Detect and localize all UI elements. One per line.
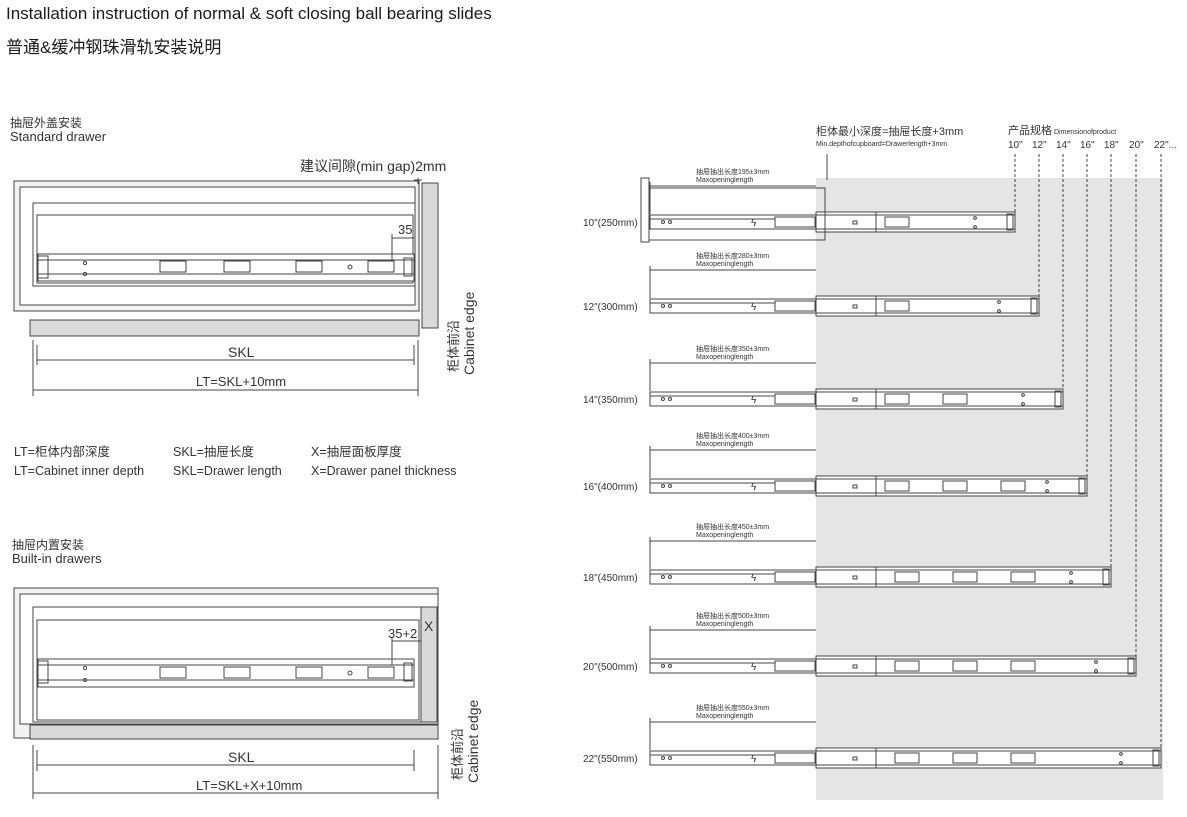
opening-length-zh: 抽屉抽出长度195±3mm [696, 167, 769, 176]
builtin-drawer-diagram: 35+2 X SKL LT=SKL+X+10mm 柜体前沿 Cabinet ed… [13, 587, 481, 799]
legend-skl-en: SKL=Drawer length [173, 464, 282, 478]
x-label: X [424, 618, 434, 634]
opening-length-zh: 抽屉抽出长度280±3mm [696, 251, 769, 260]
size-label: 14" [1056, 140, 1071, 151]
skl-label: SKL [228, 344, 255, 360]
dimension-title-en: Dimensionofproduct [1054, 129, 1116, 136]
lt-label: LT=SKL+X+10mm [196, 778, 302, 793]
svg-text:ϟ: ϟ [751, 218, 757, 229]
opening-length-zh: 抽屉抽出长度500±3mm [696, 611, 769, 620]
builtin-title-en: Built-in drawers [12, 551, 102, 566]
svg-text:ϟ: ϟ [751, 573, 757, 584]
opening-length-zh: 抽屉抽出长度550±3mm [696, 703, 769, 712]
opening-length-en: Maxopeninglength [696, 441, 753, 448]
opening-length-zh: 抽屉抽出长度400±3mm [696, 431, 769, 440]
gap-label: 建议间隙(min gap)2mm [300, 158, 446, 174]
page-title-en: Installation instruction of normal & sof… [6, 4, 492, 23]
legend-x-zh: X=抽屉面板厚度 [311, 445, 402, 459]
size-label: 22"... [1154, 140, 1177, 151]
slide-size-label: 18"(450mm) [583, 573, 638, 584]
size-label: 10" [1008, 140, 1023, 151]
standard-title-zh: 抽屉外盖安装 [10, 116, 83, 130]
opening-length-en: Maxopeninglength [696, 261, 753, 268]
slide-size-diagram: 柜体最小深度=抽屉长度+3mm Min.depthofcupboard=Draw… [583, 123, 1177, 800]
size-label: 12" [1032, 140, 1047, 151]
dimension-title-zh: 产品规格 [1008, 123, 1052, 137]
cabinet-edge-en: Cabinet edge [465, 699, 481, 783]
opening-length-en: Maxopeninglength [696, 354, 753, 361]
size-label: 18" [1104, 140, 1119, 151]
slide-size-label: 12"(300mm) [583, 302, 638, 313]
opening-length-zh: 抽屉抽出长度350±3mm [696, 344, 769, 353]
cabinet-edge-zh: 柜体前沿 [450, 728, 465, 780]
page-title-zh: 普通&缓冲钢珠滑轨安装说明 [6, 38, 222, 57]
svg-text:ϟ: ϟ [751, 754, 757, 765]
slide-size-label: 22"(550mm) [583, 754, 638, 765]
svg-text:ϟ: ϟ [751, 482, 757, 493]
legend-x-en: X=Drawer panel thickness [311, 464, 457, 478]
legend-skl-zh: SKL=抽屉长度 [173, 445, 254, 459]
standard-drawer-diagram: 建议间隙(min gap)2mm 35 SKL LT=SKL+10mm 柜体前沿… [13, 158, 477, 396]
svg-text:ϟ: ϟ [751, 395, 757, 406]
svg-text:ϟ: ϟ [751, 302, 757, 313]
min-depth-en: Min.depthofcupboard=Drawerlength+3mm [816, 141, 947, 148]
size-label: 20" [1129, 140, 1144, 151]
slide-size-label: 14"(350mm) [583, 395, 638, 406]
legend-lt-en: LT=Cabinet inner depth [14, 464, 145, 478]
slide-size-label: 16"(400mm) [583, 482, 638, 493]
lt-label: LT=SKL+10mm [196, 374, 286, 389]
opening-length-en: Maxopeninglength [696, 532, 753, 539]
slide-size-label: 20"(500mm) [583, 662, 638, 673]
opening-length-en: Maxopeninglength [696, 621, 753, 628]
min-depth-zh: 柜体最小深度=抽屉长度+3mm [816, 124, 963, 138]
cabinet-edge-zh: 柜体前沿 [446, 320, 461, 372]
legend-lt-zh: LT=柜体内部深度 [14, 445, 110, 459]
svg-text:ϟ: ϟ [751, 662, 757, 673]
slide-size-label: 10"(250mm) [583, 218, 638, 229]
opening-length-en: Maxopeninglength [696, 713, 753, 720]
opening-length-en: Maxopeninglength [696, 177, 753, 184]
size-label: 16" [1080, 140, 1095, 151]
skl-label: SKL [228, 749, 255, 765]
dim-35-2-label: 35+2 [388, 626, 417, 641]
cabinet-edge-en: Cabinet edge [461, 291, 477, 375]
standard-title-en: Standard drawer [10, 129, 107, 144]
dim-35-label: 35 [398, 222, 412, 237]
builtin-title-zh: 抽屉内置安装 [12, 538, 85, 552]
opening-length-zh: 抽屉抽出长度450±3mm [696, 522, 769, 531]
